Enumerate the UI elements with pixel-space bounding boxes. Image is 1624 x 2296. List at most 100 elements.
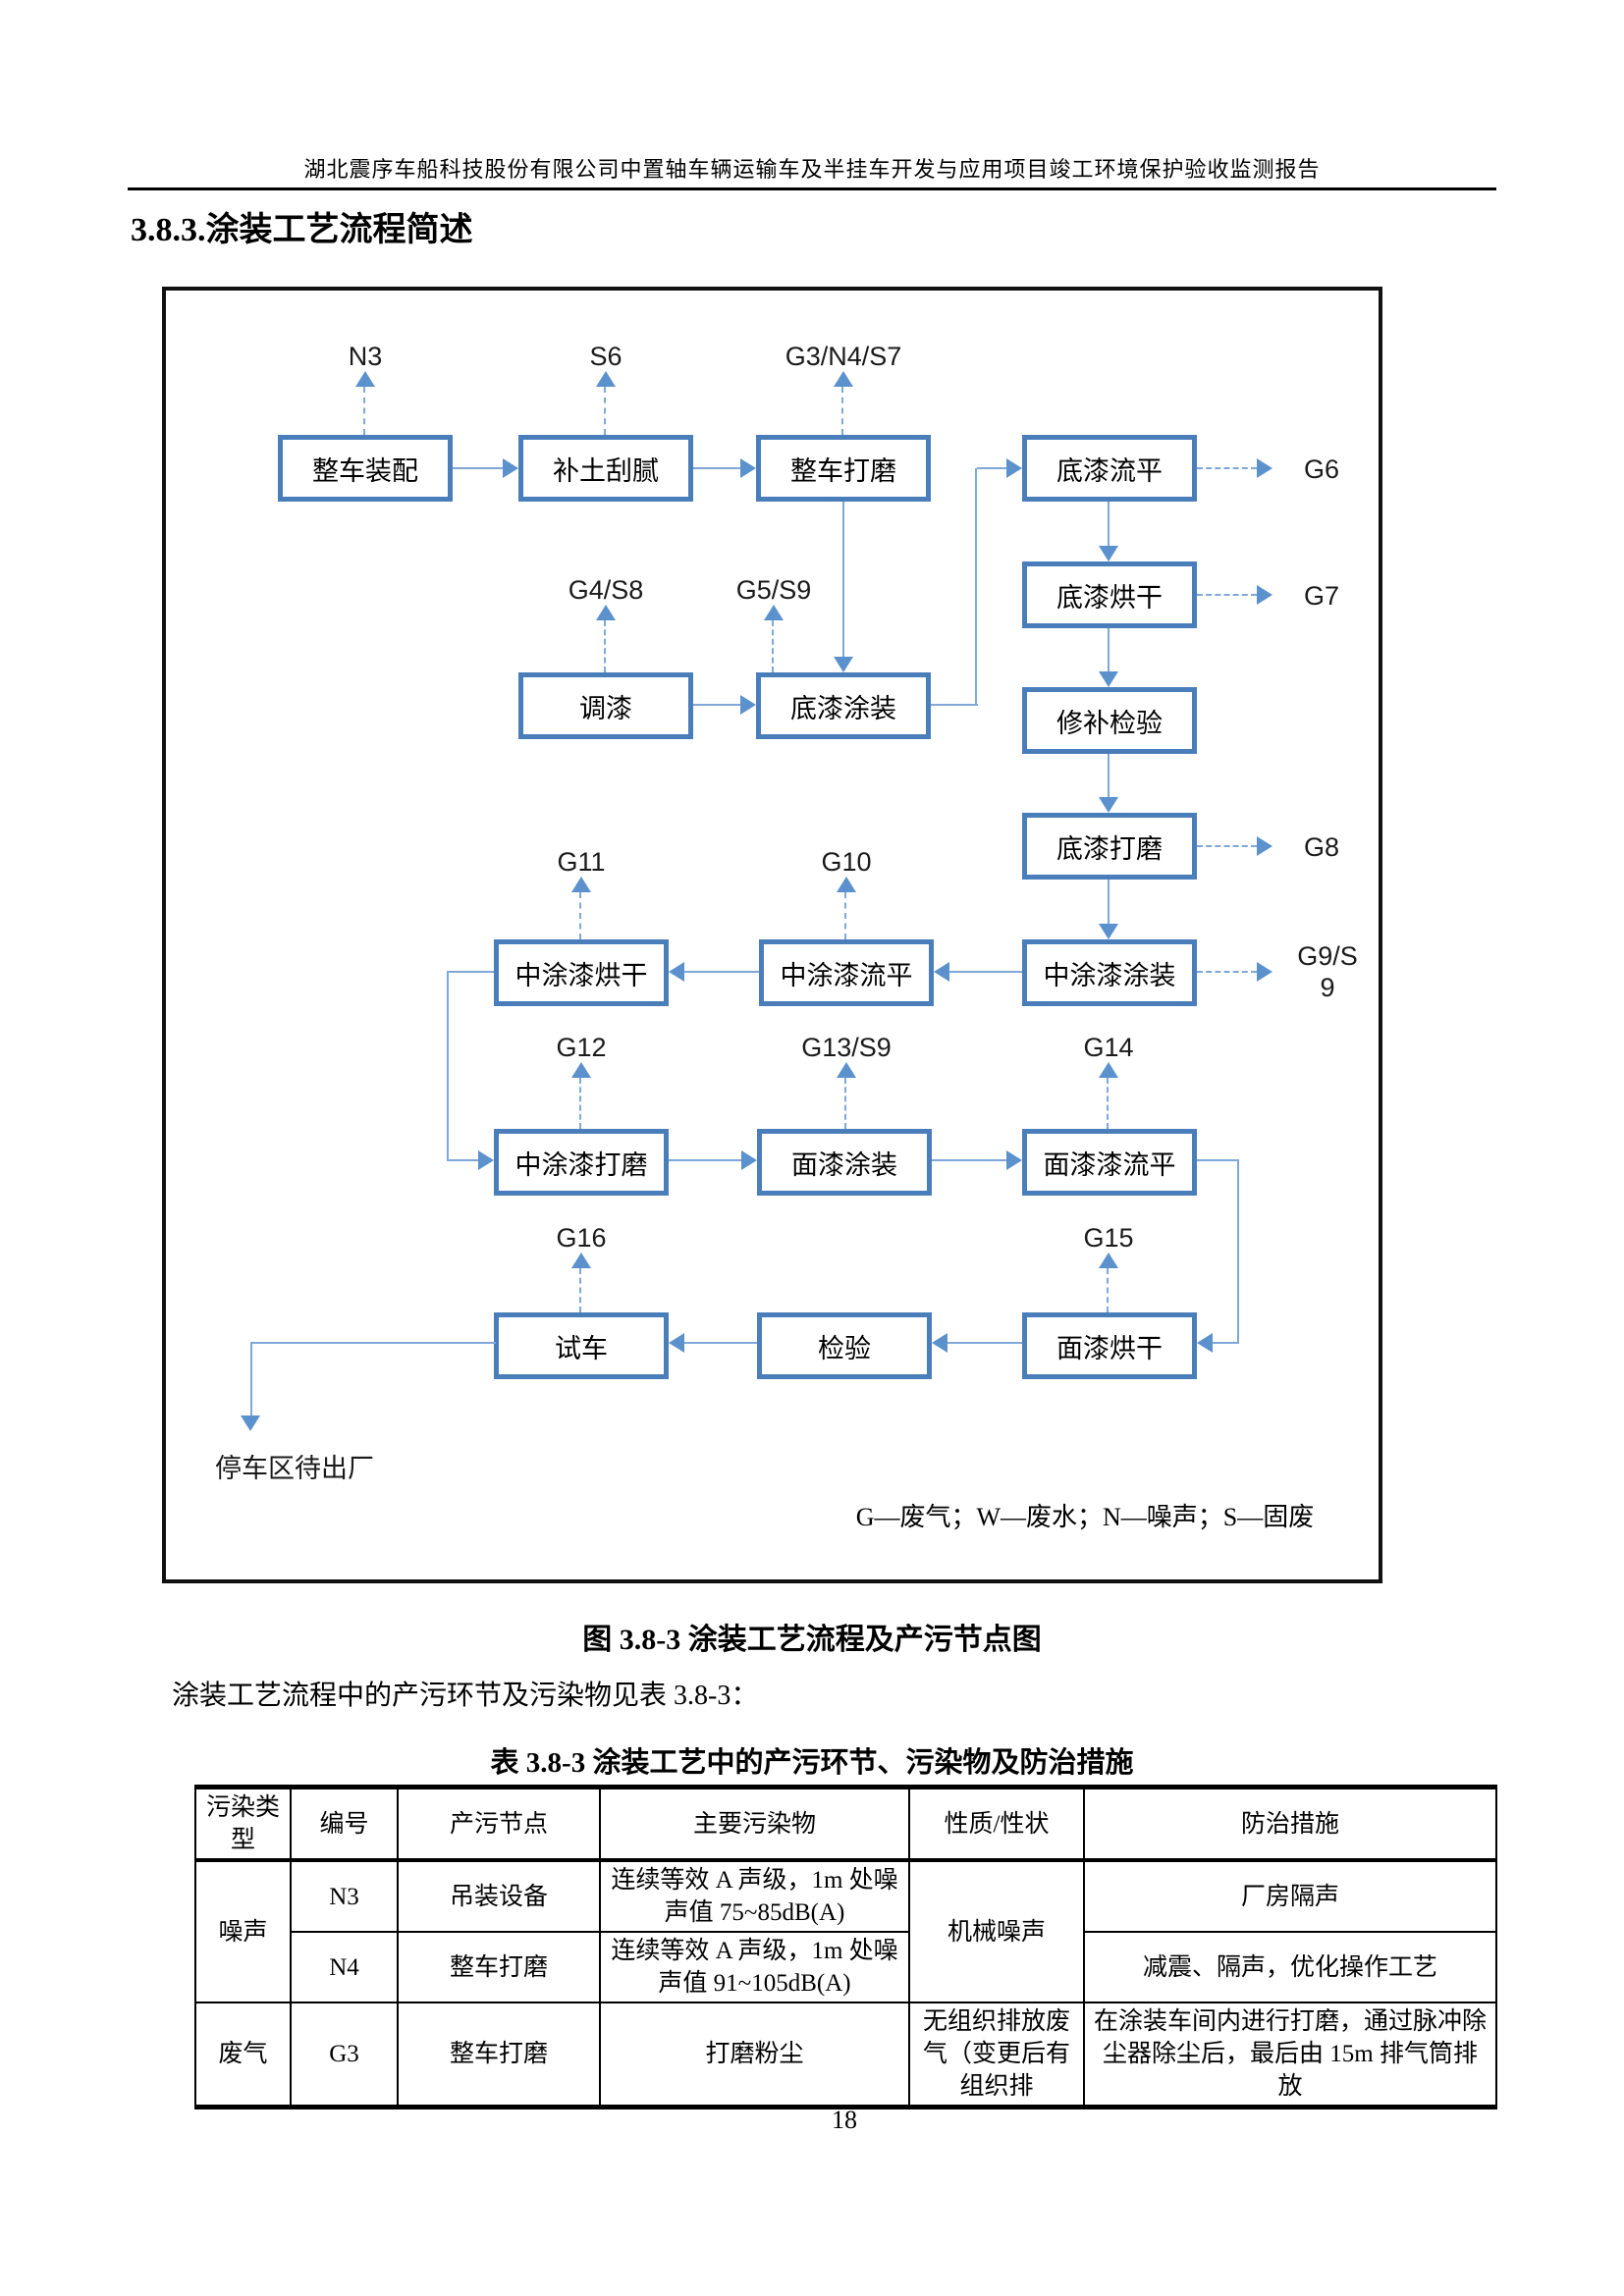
cell-code: N3 xyxy=(290,1859,399,1933)
arrowhead-u-icon xyxy=(596,371,616,387)
cell-property: 无组织排放废气（变更后有组织排 xyxy=(908,2002,1085,2109)
flow-step-top_level: 面漆漆流平 xyxy=(1022,1129,1197,1196)
cell-measure: 在涂装车间内进行打磨，通过脉冲除尘器除尘后，最后由 15m 排气筒排放 xyxy=(1083,2002,1497,2109)
cell-pollutant: 连续等效 A 声级，1m 处噪声值 75~85dB(A) xyxy=(599,1859,910,1933)
dashed-connector-line xyxy=(579,892,581,939)
flow-label-n3: N3 xyxy=(348,342,383,371)
dashed-connector-line xyxy=(772,620,774,672)
flow-step-top_dry: 面漆烘干 xyxy=(1022,1312,1197,1379)
connector-line xyxy=(1213,1342,1237,1344)
flow-step-primer_level: 底漆流平 xyxy=(1022,435,1197,502)
connector-line xyxy=(947,1342,1022,1344)
flow-label-s6: S6 xyxy=(589,342,623,371)
arrowhead-u-icon xyxy=(571,1062,591,1078)
dashed-connector-line xyxy=(1197,845,1257,847)
header-rule xyxy=(128,187,1496,190)
flow-label-g13s9: G13/S9 xyxy=(801,1033,892,1062)
dashed-connector-line xyxy=(1197,971,1257,973)
dashed-connector-line xyxy=(1107,1268,1109,1312)
dashed-connector-line xyxy=(841,387,843,435)
cell-pollutant: 连续等效 A 声级，1m 处噪声值 91~105dB(A) xyxy=(599,1931,910,2003)
connector-line xyxy=(250,1342,496,1344)
connector-line xyxy=(250,1342,252,1417)
flowchart-legend: G—废气；W—废水；N—噪声；S—固废 xyxy=(855,1503,1315,1531)
dashed-connector-line xyxy=(1197,594,1257,596)
flow-step-mid_dry: 中涂漆烘干 xyxy=(494,939,669,1006)
connector-line xyxy=(1108,754,1110,797)
pollution-table: 污染类型 编号 产污节点 主要污染物 性质/性状 防治措施 噪声 N3 吊装设备… xyxy=(194,1785,1497,2109)
arrowhead-d-icon xyxy=(1099,671,1118,687)
connector-line xyxy=(932,1159,1006,1161)
col-header-pollutant: 主要污染物 xyxy=(599,1786,910,1862)
flow-step-mid_coat: 中涂漆涂装 xyxy=(1022,939,1197,1006)
lead-paragraph: 涂装工艺流程中的产污环节及污染物见表 3.8-3： xyxy=(172,1681,759,1711)
arrowhead-l-icon xyxy=(1197,1333,1213,1353)
dashed-connector-line xyxy=(579,1268,581,1312)
flow-label-g3n4s7: G3/N4/S7 xyxy=(785,342,902,371)
dashed-connector-line xyxy=(604,620,606,672)
connector-line xyxy=(1108,502,1110,546)
flow-label-g14: G14 xyxy=(1083,1033,1134,1062)
connector-line xyxy=(447,971,449,1161)
flow-step-primer_sand: 底漆打磨 xyxy=(1022,813,1197,880)
arrowhead-l-icon xyxy=(669,962,684,982)
flow-label-g7: G7 xyxy=(1303,581,1340,611)
dashed-connector-line xyxy=(844,892,846,939)
arrowhead-d-icon xyxy=(834,657,853,672)
flow-step-top_coat: 面漆涂装 xyxy=(757,1129,932,1196)
cell-category-noise: 噪声 xyxy=(194,1859,292,2003)
arrowhead-d-icon xyxy=(1099,924,1118,939)
col-header-measure: 防治措施 xyxy=(1083,1786,1497,1862)
arrowhead-l-icon xyxy=(932,1333,947,1353)
cell-node: 整车打磨 xyxy=(397,2002,601,2109)
connector-line xyxy=(684,971,759,973)
flow-step-test_drive: 试车 xyxy=(494,1312,669,1379)
arrowhead-r-icon xyxy=(1257,962,1272,982)
table-row: 噪声 N3 吊装设备 连续等效 A 声级，1m 处噪声值 75~85dB(A) … xyxy=(194,1859,1497,2003)
report-header: 湖北震序车船科技股份有限公司中置轴车辆运输车及半挂车开发与应用项目竣工环境保护验… xyxy=(303,157,1321,182)
flow-step-primer_dry: 底漆烘干 xyxy=(1022,561,1197,628)
arrowhead-r-icon xyxy=(1257,836,1272,856)
connector-line xyxy=(1108,880,1110,924)
connector-line xyxy=(1197,1159,1239,1161)
connector-line xyxy=(693,467,740,469)
dashed-connector-line xyxy=(844,1078,846,1129)
figure-caption: 图 3.8-3 涂装工艺流程及产污节点图 xyxy=(582,1624,1042,1656)
connector-line xyxy=(669,1159,741,1161)
arrowhead-r-icon xyxy=(741,1150,757,1170)
arrowhead-r-icon xyxy=(740,695,756,715)
arrowhead-r-icon xyxy=(478,1150,494,1170)
connector-line xyxy=(1108,628,1110,671)
arrowhead-u-icon xyxy=(764,605,784,620)
flow-step-primer_coat: 底漆涂装 xyxy=(756,672,931,739)
cell-measure: 厂房隔声 xyxy=(1083,1859,1497,1933)
arrowhead-u-icon xyxy=(1099,1253,1118,1268)
arrowhead-u-icon xyxy=(596,605,616,620)
page-number: 18 xyxy=(832,2106,857,2134)
connector-line xyxy=(453,467,504,469)
flow-step-mid_sand: 中涂漆打磨 xyxy=(494,1129,669,1196)
cell-code: G3 xyxy=(290,2002,399,2109)
connector-line xyxy=(977,467,1007,469)
flow-label-g15: G15 xyxy=(1083,1223,1134,1253)
arrowhead-r-icon xyxy=(1257,458,1272,478)
table-row: 废气 G3 整车打磨 打磨粉尘 无组织排放废气（变更后有组织排 在涂装车间内进行… xyxy=(194,2002,1497,2109)
flow-label-g16: G16 xyxy=(556,1223,607,1253)
connector-line xyxy=(447,971,494,973)
col-header-node: 产污节点 xyxy=(397,1786,601,1862)
connector-line xyxy=(931,704,978,706)
cell-node: 吊装设备 xyxy=(397,1859,601,1933)
arrowhead-u-icon xyxy=(1099,1062,1118,1078)
arrowhead-d-icon xyxy=(1099,797,1118,813)
flow-step-repair_check: 修补检验 xyxy=(1022,687,1197,754)
arrowhead-u-icon xyxy=(837,1062,856,1078)
arrowhead-r-icon xyxy=(503,458,518,478)
flow-label-g4s8: G4/S8 xyxy=(568,575,644,605)
arrowhead-r-icon xyxy=(1006,1150,1022,1170)
flow-label-g9s9: G9/S 9 xyxy=(1297,941,1358,1002)
connector-line xyxy=(842,502,844,657)
arrowhead-u-icon xyxy=(837,877,856,892)
arrowhead-d-icon xyxy=(1099,546,1118,561)
dashed-connector-line xyxy=(579,1078,581,1129)
